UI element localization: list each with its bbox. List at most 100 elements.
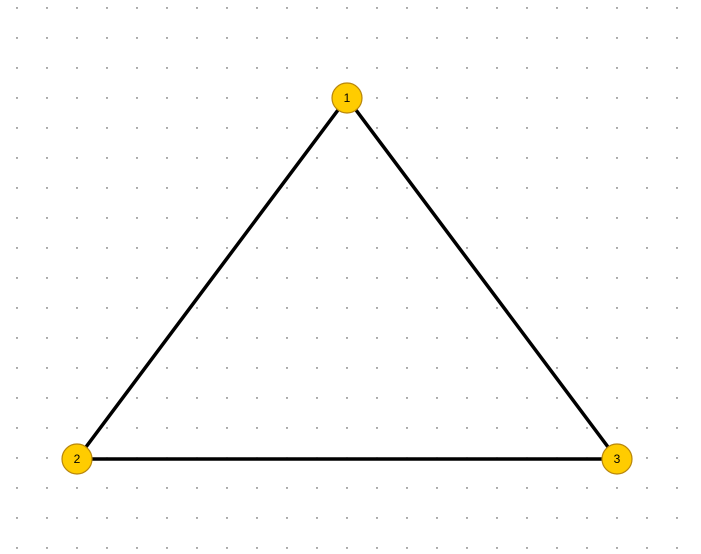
grid-dot [16, 397, 18, 399]
grid-dot [196, 397, 198, 399]
grid-dot [376, 37, 378, 39]
node-3-circle[interactable] [601, 443, 633, 475]
grid-dot [466, 367, 468, 369]
grid-dot [526, 67, 528, 69]
grid-dot [586, 67, 588, 69]
grid-dot [256, 277, 258, 279]
grid-dot [376, 337, 378, 339]
grid-dot [646, 157, 648, 159]
grid-dot [136, 127, 138, 129]
grid-dot [646, 247, 648, 249]
grid-dot [586, 217, 588, 219]
grid-dot [136, 187, 138, 189]
grid-dot [256, 307, 258, 309]
grid-dot [46, 307, 48, 309]
grid-dot [376, 307, 378, 309]
node-2-circle[interactable] [61, 443, 93, 475]
grid-dot [436, 67, 438, 69]
grid-dot [256, 547, 258, 549]
grid-dot [496, 187, 498, 189]
grid-dot [136, 67, 138, 69]
edge-1-2[interactable] [75, 96, 349, 461]
grid-dot [136, 97, 138, 99]
grid-dot [406, 367, 408, 369]
grid-dot [136, 547, 138, 549]
grid-dot [106, 307, 108, 309]
grid-dot [16, 367, 18, 369]
grid-dot [346, 277, 348, 279]
grid-dot [556, 247, 558, 249]
grid-dot [46, 217, 48, 219]
grid-dot [106, 67, 108, 69]
node-1-label: 1 [344, 91, 351, 105]
grid-dot [496, 247, 498, 249]
grid-dot [676, 457, 678, 459]
grid-dot [646, 457, 648, 459]
grid-dot [76, 427, 78, 429]
grid-dot [196, 547, 198, 549]
grid-dot [556, 547, 558, 549]
grid-dot [646, 37, 648, 39]
grid-dot [496, 277, 498, 279]
grid-dot [346, 367, 348, 369]
grid-dot [226, 307, 228, 309]
grid-dot [16, 457, 18, 459]
grid-dot [676, 427, 678, 429]
grid-dot [46, 67, 48, 69]
grid-dot [286, 337, 288, 339]
grid-dot [346, 517, 348, 519]
grid-dot [286, 97, 288, 99]
grid-dot [526, 37, 528, 39]
grid-dot [466, 337, 468, 339]
grid-dot [646, 307, 648, 309]
grid-dot [376, 397, 378, 399]
grid-dot [586, 127, 588, 129]
grid-dot [76, 187, 78, 189]
grid-dot [46, 367, 48, 369]
grid-dot [526, 397, 528, 399]
node-1[interactable]: 1 [331, 82, 363, 114]
grid-dot [256, 67, 258, 69]
grid-dot [106, 187, 108, 189]
grid-dot [556, 127, 558, 129]
grid-dot [16, 337, 18, 339]
grid-dot [466, 217, 468, 219]
grid-dot [406, 217, 408, 219]
grid-dot [256, 157, 258, 159]
grid-dot [676, 337, 678, 339]
grid-dot [286, 427, 288, 429]
grid-dot [346, 7, 348, 9]
grid-dot [346, 397, 348, 399]
grid-dot [616, 67, 618, 69]
grid-dot [136, 337, 138, 339]
grid-dot [226, 487, 228, 489]
grid-dot [526, 187, 528, 189]
node-1-circle[interactable] [331, 82, 363, 114]
grid-dot [556, 217, 558, 219]
grid-dot [226, 517, 228, 519]
grid-dot [646, 427, 648, 429]
grid-dot [376, 97, 378, 99]
node-layer: 1 2 3 [61, 82, 633, 475]
grid-dot [436, 37, 438, 39]
dot-grid [16, 7, 678, 549]
grid-dot [316, 157, 318, 159]
grid-dot [436, 277, 438, 279]
grid-dot [46, 457, 48, 459]
edge-1-3[interactable] [345, 96, 619, 461]
node-2[interactable]: 2 [61, 443, 93, 475]
grid-dot [16, 67, 18, 69]
grid-dot [676, 547, 678, 549]
grid-dot [106, 37, 108, 39]
node-3[interactable]: 3 [601, 443, 633, 475]
grid-dot [136, 37, 138, 39]
grid-dot [466, 37, 468, 39]
grid-dot [496, 337, 498, 339]
grid-dot [256, 427, 258, 429]
grid-dot [346, 487, 348, 489]
grid-dot [646, 67, 648, 69]
grid-dot [16, 187, 18, 189]
grid-dot [676, 397, 678, 399]
grid-dot [316, 97, 318, 99]
grid-dot [106, 337, 108, 339]
